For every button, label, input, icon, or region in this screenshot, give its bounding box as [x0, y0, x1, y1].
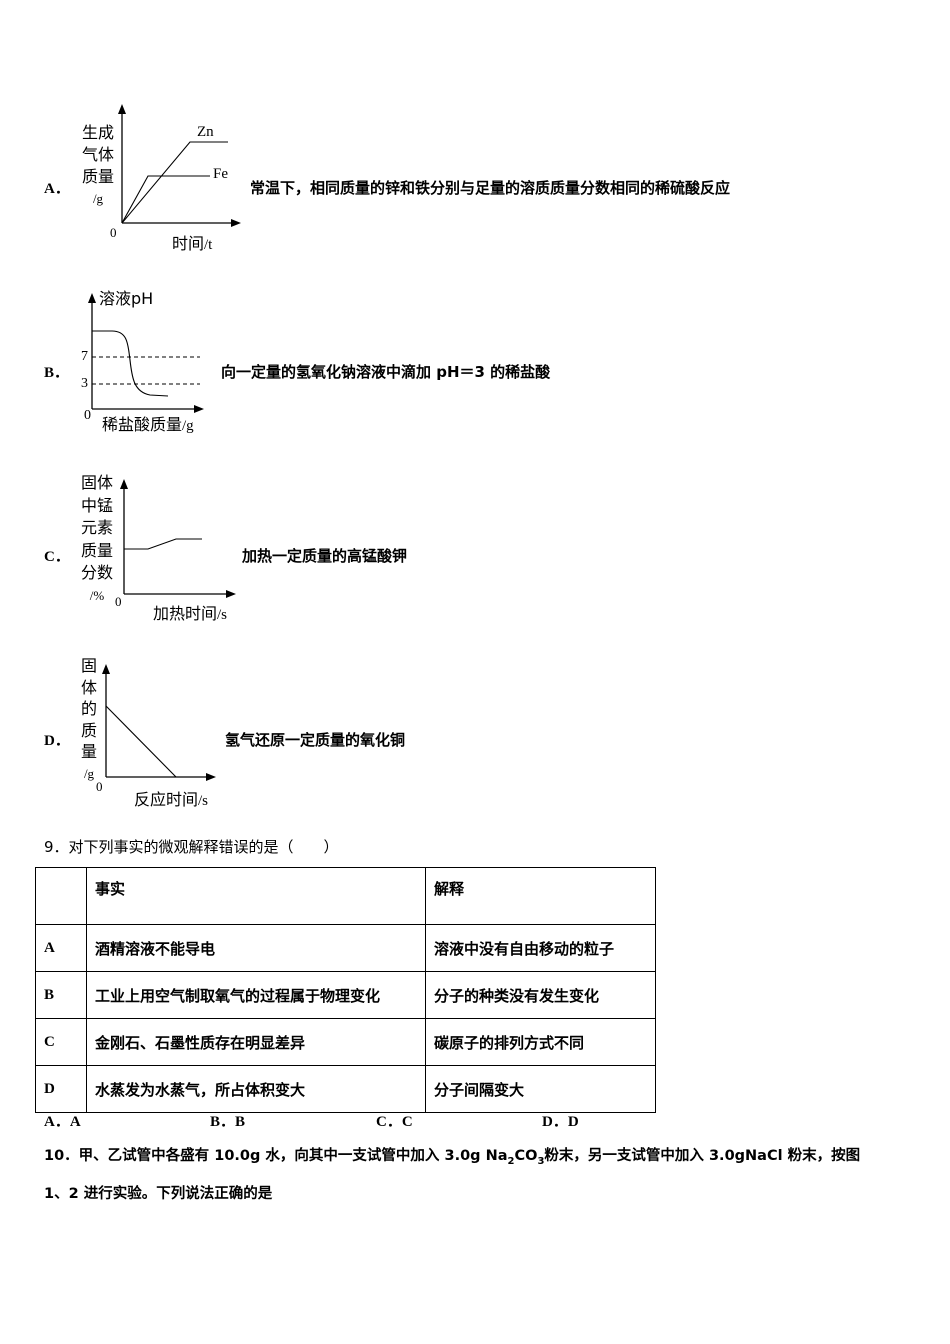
series-label-fe: Fe — [213, 166, 228, 182]
facts-table: 事实 解释 A 酒精溶液不能导电 溶液中没有自由移动的粒子 B 工业上用空气制取… — [35, 867, 656, 1113]
option-d-graph — [102, 664, 216, 781]
option-b-graph — [88, 293, 204, 413]
table-cell: 分子间隔变大 — [425, 1065, 656, 1113]
option-b-description: 向一定量的氢氧化钠溶液中滴加 pH＝3 的稀盐酸 — [221, 363, 551, 381]
option-d-origin: 0 — [96, 779, 103, 794]
option-a-graph — [118, 104, 241, 227]
option-d-letter: D． — [44, 733, 70, 749]
table-cell: 酒精溶液不能导电 — [86, 924, 426, 972]
question-10-line-2: 1、2 进行实验。下列说法正确的是 — [44, 1186, 273, 1202]
option-b-tick-3: 3 — [81, 376, 88, 391]
table-row: D 水蒸发为水蒸气，所占体积变大 分子间隔变大 — [35, 1065, 656, 1113]
option-a-y-axis-label: 生成气体质量/g — [81, 123, 114, 206]
table-cell: D — [35, 1065, 87, 1113]
series-label-zn: Zn — [197, 124, 214, 140]
table-header-row: 事实 解释 — [35, 867, 656, 925]
option-b-y-axis-label: 溶液pH — [99, 289, 154, 308]
table-cell: 分子的种类没有发生变化 — [425, 971, 656, 1019]
table-cell: B — [35, 971, 87, 1019]
option-d-y-axis-label: 固体的质量/g — [80, 656, 97, 781]
table-cell: 金刚石、石墨性质存在明显差异 — [86, 1018, 426, 1066]
table-cell: A — [35, 924, 87, 972]
answer-choice-d: D．D — [542, 1114, 579, 1130]
table-cell: 水蒸发为水蒸气，所占体积变大 — [86, 1065, 426, 1113]
table-row: B 工业上用空气制取氧气的过程属于物理变化 分子的种类没有发生变化 — [35, 971, 656, 1019]
option-a-description: 常温下，相同质量的锌和铁分别与足量的溶质质量分数相同的稀硫酸反应 — [250, 179, 731, 197]
table-cell: C — [35, 1018, 87, 1066]
question-9-stem: 9．对下列事实的微观解释错误的是（ ） — [44, 838, 339, 856]
answer-choice-a: A．A — [44, 1114, 81, 1130]
option-c-graph — [120, 479, 236, 598]
option-a-letter: A． — [44, 181, 70, 197]
option-d-description: 氢气还原一定质量的氧化铜 — [225, 731, 406, 749]
option-b-x-axis-label: 稀盐酸质量/g — [102, 415, 194, 434]
option-a-origin: 0 — [110, 225, 117, 240]
table-row: C 金刚石、石墨性质存在明显差异 碳原子的排列方式不同 — [35, 1018, 656, 1066]
option-c-description: 加热一定质量的高锰酸钾 — [242, 547, 408, 565]
table-cell: 碳原子的排列方式不同 — [425, 1018, 656, 1066]
option-c-letter: C． — [44, 549, 70, 565]
question-10-line-1: 10．甲、乙试管中各盛有 10.0g 水，向其中一支试管中加入 3.0g Na2… — [44, 1148, 861, 1167]
table-header-cell: 解释 — [425, 867, 656, 925]
answer-choice-b: B．B — [210, 1114, 246, 1130]
option-b-origin: 0 — [84, 408, 91, 423]
option-c-origin: 0 — [115, 594, 122, 609]
table-cell: 溶液中没有自由移动的粒子 — [425, 924, 656, 972]
table-row: A 酒精溶液不能导电 溶液中没有自由移动的粒子 — [35, 924, 656, 972]
option-b-tick-7: 7 — [81, 349, 88, 364]
answer-choice-c: C．C — [376, 1114, 413, 1130]
option-a-x-axis-label: 时间/t — [172, 234, 213, 253]
option-b-letter: B． — [44, 365, 70, 381]
table-header-cell — [35, 867, 87, 925]
table-header-cell: 事实 — [86, 867, 426, 925]
option-c-y-axis-label: 固体中锰元素质量分数/% — [80, 473, 113, 603]
option-c-x-axis-label: 加热时间/s — [153, 604, 228, 623]
option-d-x-axis-label: 反应时间/s — [134, 790, 209, 809]
table-cell: 工业上用空气制取氧气的过程属于物理变化 — [86, 971, 426, 1019]
